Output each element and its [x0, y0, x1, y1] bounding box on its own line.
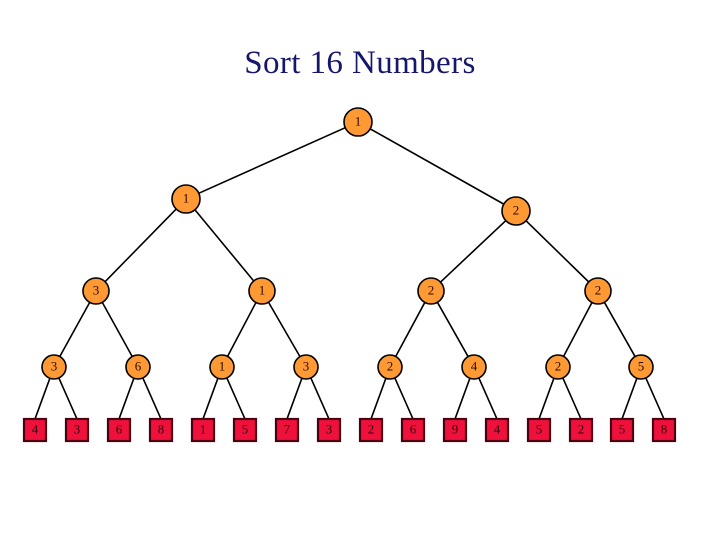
tree-leaf-6-shape — [274, 417, 300, 443]
tree-node-l2-0-shape — [82, 277, 110, 305]
tree-edge-root-1 — [368, 127, 506, 206]
tree-edge-l3-6-0 — [537, 376, 556, 421]
tree-edge-l3-1-1 — [141, 376, 163, 421]
tree-leaf-9-shape — [400, 417, 426, 443]
tree-edge-l3-4-0 — [369, 376, 388, 421]
tree-edge-l1-1-1 — [524, 219, 591, 284]
tree-leaf-8-shape — [358, 417, 384, 443]
tree-node-l3-5-shape — [461, 354, 487, 380]
tree-node-l3-6[interactable]: 2 — [545, 354, 571, 380]
tree-leaf-14-shape — [609, 417, 635, 443]
tree-edge-l2-2-1 — [436, 300, 470, 359]
tree-leaf-7-shape — [316, 417, 342, 443]
tree-leaf-2-shape — [106, 417, 132, 443]
tree-edge-l1-0-0 — [103, 207, 178, 284]
tree-edge-l3-1-0 — [117, 376, 136, 421]
tree-edges-group — [33, 126, 666, 421]
tree-leaf-4[interactable]: 1 — [190, 417, 216, 443]
tree-leaf-1[interactable]: 3 — [64, 417, 90, 443]
tree-edge-l3-3-1 — [309, 376, 331, 421]
tree-edge-l3-5-0 — [453, 376, 472, 421]
tree-node-l3-2[interactable]: 1 — [209, 354, 235, 380]
tree-leaf-3-shape — [148, 417, 174, 443]
tree-leaf-13-shape — [568, 417, 594, 443]
tree-node-l3-2-shape — [209, 354, 235, 380]
tree-nodes-group: 1 1 2 3 1 2 2 3 6 1 3 2 4 2 5 — [41, 107, 654, 380]
tree-node-l2-2[interactable]: 2 — [417, 277, 445, 305]
tree-edge-l2-3-1 — [603, 300, 637, 359]
tree-node-l3-0-shape — [41, 354, 67, 380]
tree-node-l3-1[interactable]: 6 — [125, 354, 151, 380]
tree-leaf-12-shape — [526, 417, 552, 443]
tree-node-root-shape — [343, 107, 373, 137]
tree-node-l2-1[interactable]: 1 — [248, 277, 276, 305]
tree-edge-l3-4-1 — [393, 376, 415, 421]
tree-leaf-6[interactable]: 7 — [274, 417, 300, 443]
tree-edge-l2-1-0 — [226, 300, 258, 359]
tree-node-l3-6-shape — [545, 354, 571, 380]
tree-node-l2-3[interactable]: 2 — [584, 277, 612, 305]
tree-node-l3-3-shape — [293, 354, 319, 380]
tree-edge-l2-2-0 — [394, 300, 427, 359]
tree-leaf-5-shape — [232, 417, 258, 443]
tree-edge-l3-0-0 — [33, 376, 52, 421]
tree-leaf-0[interactable]: 4 — [22, 417, 48, 443]
tree-node-l1-1-shape — [501, 196, 531, 226]
tree-edge-l3-2-1 — [225, 376, 247, 421]
tree-node-l3-7[interactable]: 5 — [628, 354, 654, 380]
tree-edge-l1-0-1 — [193, 208, 256, 283]
tree-leaf-10-shape — [442, 417, 468, 443]
tree-leaf-11-shape — [484, 417, 510, 443]
tree-edge-l3-7-1 — [644, 376, 666, 421]
tree-node-l3-4[interactable]: 2 — [377, 354, 403, 380]
tree-leaf-0-shape — [22, 417, 48, 443]
tree-node-l2-0[interactable]: 3 — [82, 277, 110, 305]
tree-leaf-3[interactable]: 8 — [148, 417, 174, 443]
tree-node-l2-3-shape — [584, 277, 612, 305]
tree-edge-l3-2-0 — [201, 376, 220, 421]
tree-node-l3-4-shape — [377, 354, 403, 380]
tree-edge-root-0 — [197, 126, 347, 195]
tree-node-l3-1-shape — [125, 354, 151, 380]
tree-edge-l3-3-0 — [285, 376, 304, 421]
tree-edge-l3-0-1 — [57, 376, 79, 421]
tree-node-l3-3[interactable]: 3 — [293, 354, 319, 380]
tree-node-l3-0[interactable]: 3 — [41, 354, 67, 380]
tree-leaf-9[interactable]: 6 — [400, 417, 426, 443]
tree-edge-l3-5-1 — [477, 376, 499, 421]
tree-edge-l2-3-0 — [562, 300, 594, 359]
tree-leaf-13[interactable]: 2 — [568, 417, 594, 443]
tree-node-l3-7-shape — [628, 354, 654, 380]
tree-leaf-10[interactable]: 9 — [442, 417, 468, 443]
tree-leaf-15-shape — [651, 417, 677, 443]
tree-leaf-14[interactable]: 5 — [609, 417, 635, 443]
page-title: Sort 16 Numbers — [244, 45, 476, 81]
tree-node-l1-1[interactable]: 2 — [501, 196, 531, 226]
tree-edge-l3-7-0 — [620, 376, 639, 421]
tree-leaf-1-shape — [64, 417, 90, 443]
tree-node-root[interactable]: 1 — [343, 107, 373, 137]
tree-leaf-4-shape — [190, 417, 216, 443]
tree-node-l1-0[interactable]: 1 — [171, 184, 201, 214]
tree-node-l1-0-shape — [171, 184, 201, 214]
tree-leaf-7[interactable]: 3 — [316, 417, 342, 443]
tree-leaf-12[interactable]: 5 — [526, 417, 552, 443]
tree-edge-l3-6-1 — [561, 376, 583, 421]
tree-node-l2-2-shape — [417, 277, 445, 305]
tree-leaf-5[interactable]: 5 — [232, 417, 258, 443]
tree-edge-l2-0-0 — [58, 300, 91, 359]
tree-node-l3-5[interactable]: 4 — [461, 354, 487, 380]
tree-edge-l1-1-0 — [438, 219, 508, 284]
tree-leaf-15[interactable]: 8 — [651, 417, 677, 443]
tree-leaf-2[interactable]: 6 — [106, 417, 132, 443]
tree-edge-l2-0-1 — [101, 300, 134, 359]
tree-leaf-11[interactable]: 4 — [484, 417, 510, 443]
tree-edge-l2-1-1 — [267, 300, 302, 359]
tree-leaf-8[interactable]: 2 — [358, 417, 384, 443]
tree-node-l2-1-shape — [248, 277, 276, 305]
